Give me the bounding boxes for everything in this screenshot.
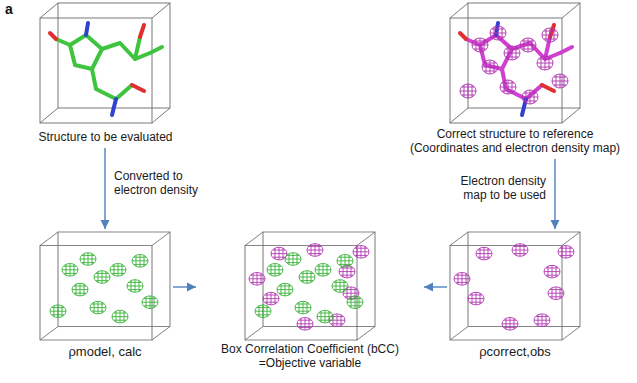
arrow-line	[104, 148, 105, 229]
model-density-cube	[40, 232, 170, 340]
panel-caption: Box Correlation Coefficient (bCC) =Objec…	[202, 342, 418, 370]
flow-arrow	[173, 283, 196, 292]
arrow-head	[187, 283, 196, 292]
arrow-head	[424, 283, 433, 292]
flow-arrow	[424, 283, 447, 292]
density-symbol: ρmodel, calc	[68, 344, 141, 359]
reference-structure-cube	[450, 3, 580, 123]
arrow-label: Converted to electron density	[114, 169, 214, 197]
reference-density-cube	[450, 232, 580, 340]
panel-caption: Correct structure to reference (Coordina…	[402, 127, 628, 155]
density-panel: ρcorrect,obs	[450, 232, 580, 360]
reference-panel: Correct structure to reference (Coordina…	[399, 3, 631, 156]
arrow-label: Electron density map to be used	[434, 174, 546, 202]
flow-arrow	[101, 148, 110, 229]
overlay-density-cube	[245, 232, 375, 340]
arrow-head	[101, 220, 110, 229]
panel-letter: a	[5, 1, 13, 17]
density-panel: ρmodel, calc	[40, 232, 170, 360]
arrow-head	[551, 220, 560, 229]
structure-panel: Structure to be evaluated	[35, 3, 176, 145]
correlation-panel: Box Correlation Coefficient (bCC) =Objec…	[199, 232, 421, 371]
flow-arrow	[551, 159, 560, 229]
panel-caption: Structure to be evaluated	[38, 130, 172, 144]
arrow-line	[554, 159, 555, 229]
model-structure-cube	[40, 3, 170, 123]
density-symbol: ρcorrect,obs	[479, 344, 551, 359]
